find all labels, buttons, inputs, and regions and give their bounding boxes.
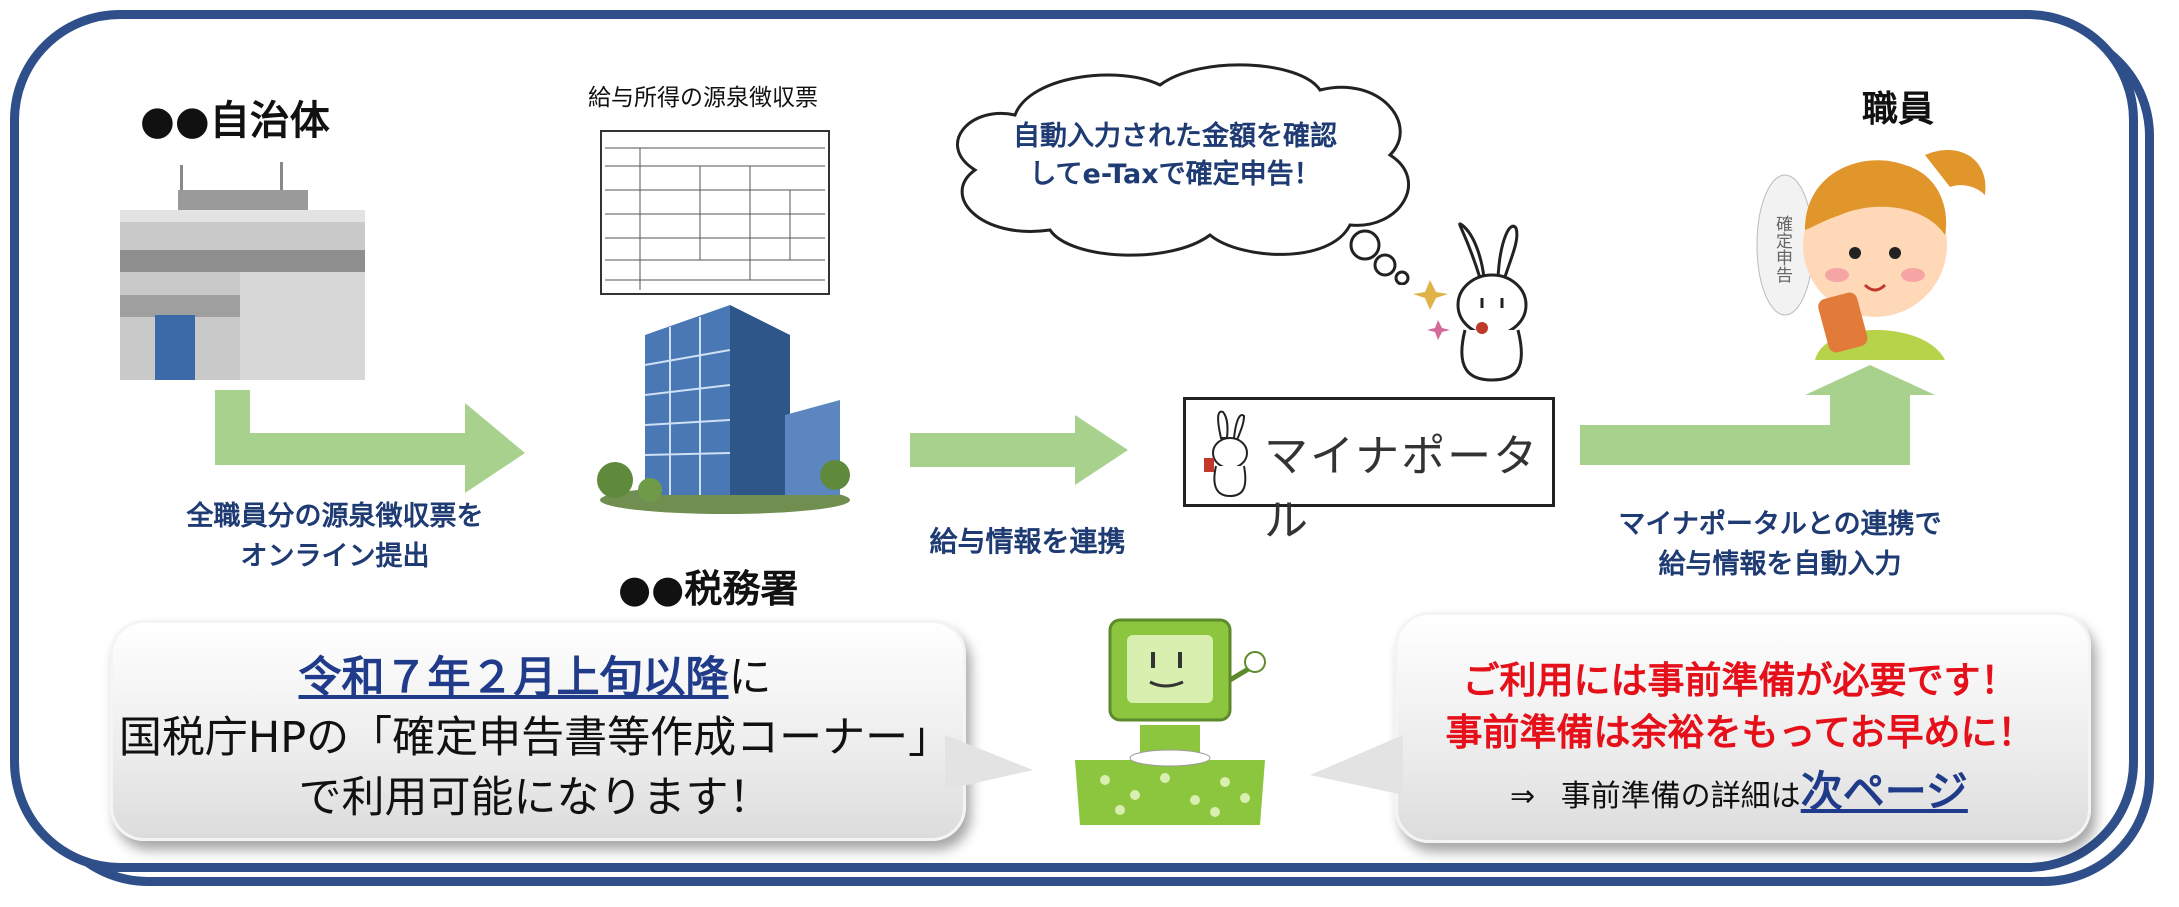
myna-rabbit-mascot [1413,222,1528,382]
portal-label: マイナポータル [1264,431,1540,546]
arrow-symbol: ⇒ [1510,779,1536,814]
step2-caption: 給与情報を連携 [929,525,1126,558]
availability-date-link[interactable]: 令和７年２月上旬以降 [298,653,729,703]
arrow-to-tax-office [215,390,525,493]
notice-right-line2: 事前準備は余裕をもってお早めに！ [1445,711,2035,754]
step1-line1: 全職員分の源泉徴収票を [186,501,484,532]
tax-office-building-icon [597,305,850,514]
arrow-to-staff [1580,365,1935,465]
notice-left-text: 令和７年２月上旬以降に 国税庁HPの「確定申告書等作成コーナー」 で利用可能にな… [110,648,960,828]
step3-caption: マイナポータルとの連携で 給与情報を自動入力 [1590,505,1970,585]
withholding-slip-icon [600,130,830,295]
notice-left-bubble [110,620,966,841]
thought-line2: してe-Taxで確定申告！ [1029,159,1321,190]
notice-right-bubble [1395,612,2091,843]
notice-right-tail [1310,735,1403,795]
step3-line1: マイナポータルとの連携で [1618,509,1942,540]
notice-left-line3: で利用可能になります！ [298,773,772,823]
thought-line1: 自動入力された金額を確認 [1013,121,1337,152]
document-label: 給与所得の源泉徴収票 [588,85,818,111]
staff-person-icon [1756,149,1986,360]
municipality-building-icon [120,162,365,380]
step3-line2: 給与情報を自動入力 [1658,549,1902,580]
tax-office-label: ●●税務署 [618,567,799,611]
step1-line2: オンライン提出 [240,541,430,572]
computer-mascot-icon [1075,618,1266,825]
notice-right-line3: ⇒ 事前準備の詳細は次ページ [1510,758,1968,819]
step1-caption: 全職員分の源泉徴収票を オンライン提出 [130,497,540,577]
myna-portal-banner: マイナポータル [1183,397,1555,546]
portal-rabbit-icon [1204,410,1248,498]
municipality-label: ●●自治体 [140,98,330,144]
next-page-link[interactable]: 次ページ [1800,767,1968,816]
notice-left-suffix: に [728,653,772,703]
notice-left-line1: 令和７年２月上旬以降に [110,648,960,708]
staff-label: 職員 [1862,89,1935,130]
notice-right-text: ご利用には事前準備が必要です！ 事前準備は余裕をもってお早めに！ [1395,655,2085,759]
notice-left-line2: 国税庁HPの「確定申告書等作成コーナー」 [118,713,952,763]
thought-cloud [956,63,1410,285]
thought-text: 自動入力された金額を確認 してe-Taxで確定申告！ [960,118,1390,194]
notice-right-line1: ご利用には事前準備が必要です！ [1462,659,2018,702]
arrow-to-myna-portal [910,415,1128,485]
notice-left-tail [945,735,1033,790]
staff-sign-text: 確定申告 [1772,215,1792,283]
notice-right-prefix: 事前準備の詳細は [1560,779,1801,814]
